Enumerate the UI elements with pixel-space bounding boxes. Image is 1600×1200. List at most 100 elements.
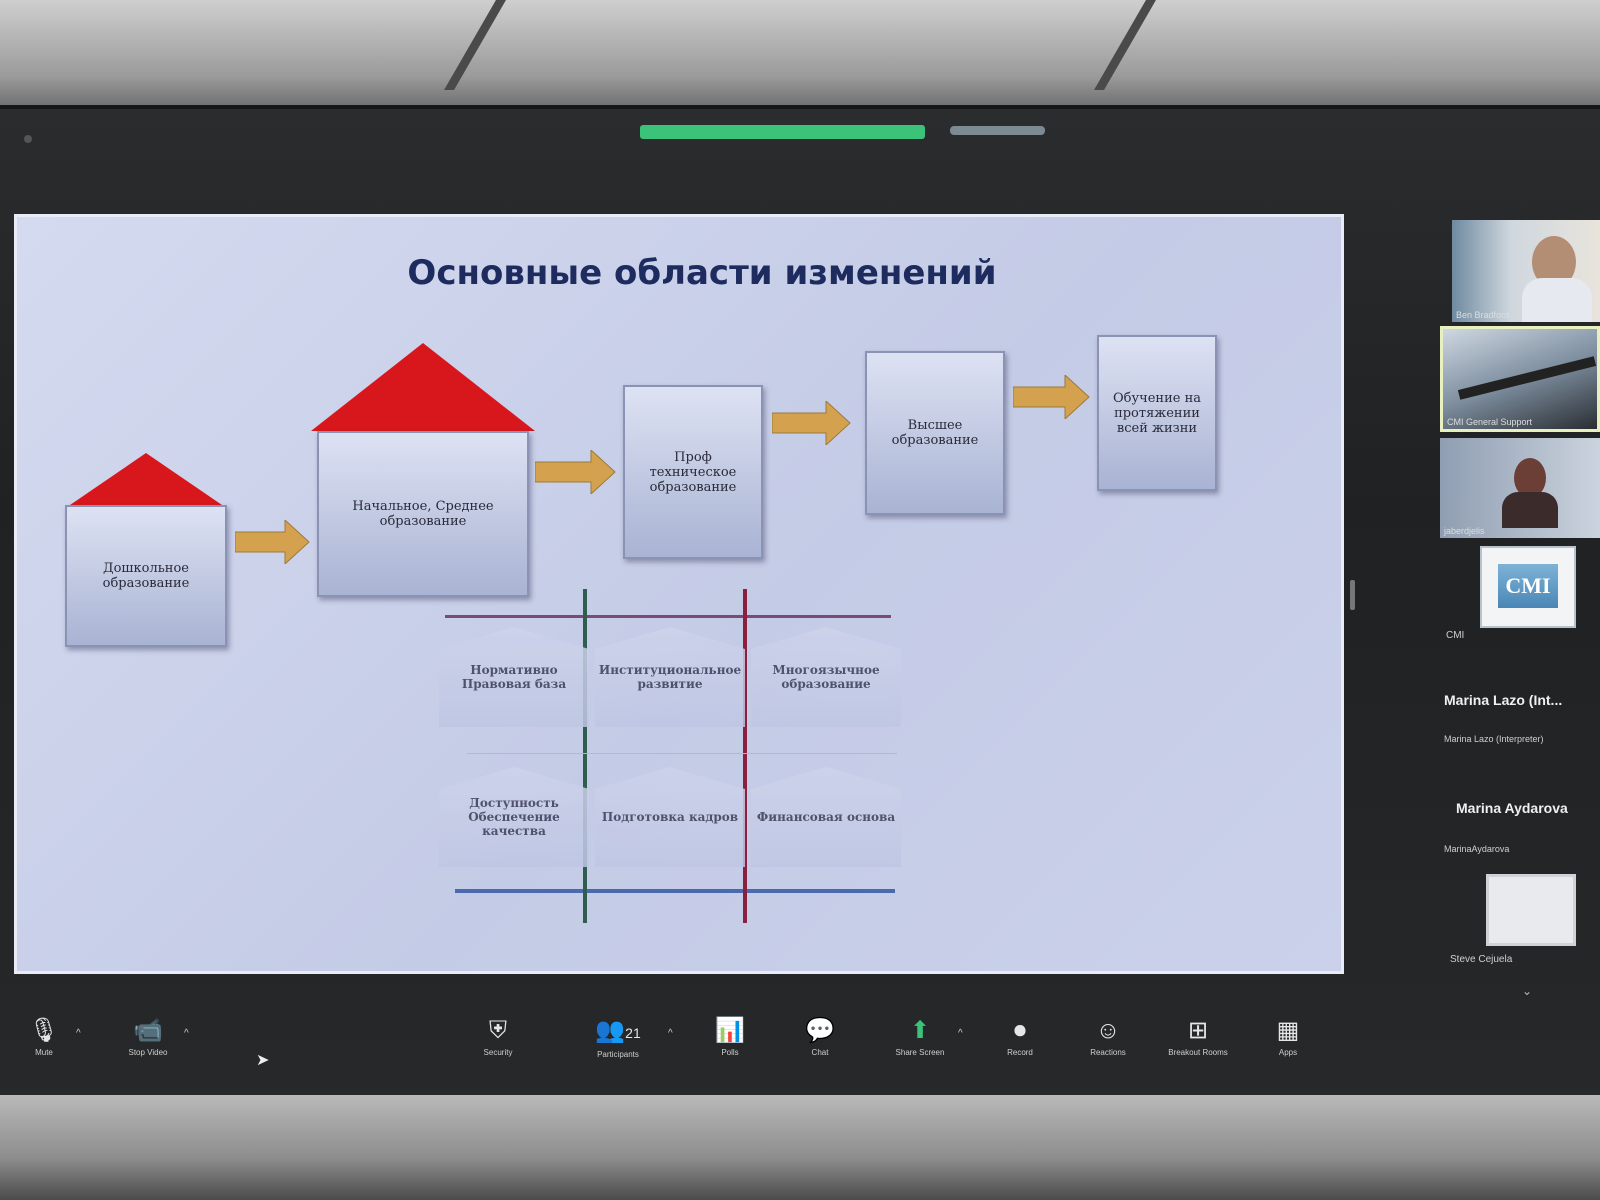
matrix-mid-line bbox=[467, 753, 897, 754]
matrix-bottom-line bbox=[455, 889, 895, 893]
participant-face bbox=[1514, 458, 1546, 498]
participant-username: MarinaAydarova bbox=[1444, 844, 1510, 854]
participant-name: CMI General Support bbox=[1447, 417, 1533, 427]
chat-label: Chat bbox=[811, 1048, 829, 1057]
share-screen-button[interactable]: ⬆ Share Screen bbox=[880, 1017, 960, 1058]
shield-icon: ⛨ bbox=[489, 1017, 507, 1044]
mouse-cursor-icon: ➤ bbox=[256, 1052, 270, 1069]
matrix-divider bbox=[743, 589, 747, 923]
microphone-icon: 🎙 bbox=[28, 1017, 60, 1044]
ceiling-beam bbox=[444, 0, 506, 90]
stage-box-lifelong: Обучение на протяжении всей жизни bbox=[1097, 335, 1217, 491]
participant-video-tile-active[interactable]: CMI General Support bbox=[1440, 326, 1600, 432]
screen-share-indicator[interactable] bbox=[640, 125, 925, 139]
matrix-cell: Доступность Обеспечение качества bbox=[439, 767, 589, 867]
record-label: Record bbox=[1007, 1048, 1033, 1057]
matrix-cell-label: Институциональное развитие bbox=[598, 663, 742, 691]
polls-icon: 📊 bbox=[715, 1017, 745, 1044]
participant-name: Ben Bradford bbox=[1456, 310, 1510, 320]
matrix-cell: Многоязычное образование bbox=[751, 627, 901, 727]
chevron-up-icon[interactable]: ^ bbox=[76, 1028, 81, 1039]
house-roof-icon bbox=[70, 453, 222, 505]
matrix-cell-label: Подготовка кадров bbox=[601, 810, 739, 824]
ceiling-beam bbox=[1094, 0, 1156, 90]
record-button[interactable]: ⏺ Record bbox=[980, 1017, 1060, 1058]
house-roof-icon bbox=[311, 343, 535, 431]
chevron-up-icon[interactable]: ^ bbox=[958, 1028, 963, 1039]
breakout-rooms-icon: ⊞ bbox=[1187, 1017, 1209, 1044]
chat-button[interactable]: 💬 Chat bbox=[780, 1017, 860, 1058]
matrix-cell-label: Финансовая основа bbox=[756, 810, 896, 824]
room-table bbox=[1457, 356, 1597, 400]
shared-slide: Основные области изменений Дошкольное об… bbox=[14, 214, 1344, 974]
chat-icon: 💬 bbox=[805, 1017, 835, 1044]
gallery-resize-handle[interactable] bbox=[1350, 580, 1355, 610]
stage-label: Обучение на протяжении всей жизни bbox=[1113, 390, 1201, 436]
video-camera-icon: 📹 bbox=[133, 1017, 163, 1044]
arrow-right-icon bbox=[1013, 375, 1090, 419]
stop-video-label: Stop Video bbox=[128, 1048, 168, 1057]
stop-video-button[interactable]: 📹 Stop Video bbox=[108, 1017, 188, 1058]
stage-box-higher: Высшее образование bbox=[865, 351, 1005, 515]
chevron-up-icon[interactable]: ^ bbox=[668, 1028, 673, 1039]
arrow-right-icon bbox=[235, 520, 310, 564]
participant-body bbox=[1502, 492, 1558, 528]
stage-box-preschool: Дошкольное образование bbox=[65, 505, 227, 647]
breakout-rooms-label: Breakout Rooms bbox=[1168, 1048, 1228, 1057]
arrow-right-icon bbox=[772, 401, 851, 445]
participants-count: 21 bbox=[625, 1025, 641, 1041]
apps-icon: ▦ bbox=[1276, 1017, 1300, 1044]
arrow-right-icon bbox=[535, 450, 616, 494]
participants-icon: 👥21 bbox=[595, 1017, 641, 1044]
stage-label: Высшее образование bbox=[891, 418, 979, 448]
webcam-icon bbox=[24, 135, 32, 143]
participant-name: jaberdjelis bbox=[1444, 526, 1485, 536]
slide-title: Основные области изменений bbox=[407, 253, 997, 293]
apps-button[interactable]: ▦ Apps bbox=[1248, 1017, 1328, 1058]
reactions-button[interactable]: ☺ Reactions bbox=[1068, 1017, 1148, 1058]
stage-label: Проф техническое образование bbox=[649, 449, 737, 495]
participants-button[interactable]: 👥21 Participants bbox=[578, 1017, 658, 1060]
reactions-icon: ☺ bbox=[1095, 1017, 1121, 1044]
security-label: Security bbox=[483, 1048, 513, 1057]
reactions-label: Reactions bbox=[1090, 1048, 1126, 1057]
polls-label: Polls bbox=[721, 1048, 739, 1057]
record-icon: ⏺ bbox=[1014, 1017, 1026, 1044]
stage-box-school: Начальное, Среднее образование bbox=[317, 431, 529, 597]
matrix-cell: Нормативно Правовая база bbox=[439, 627, 589, 727]
matrix-top-line bbox=[445, 615, 891, 618]
share-screen-label: Share Screen bbox=[895, 1048, 945, 1057]
mute-label: Mute bbox=[35, 1048, 53, 1057]
participant-name: CMI bbox=[1446, 630, 1465, 641]
desk-surface bbox=[0, 1095, 1600, 1200]
participant-username: Marina Lazo (Interpreter) bbox=[1444, 734, 1544, 744]
matrix-cell-label: Доступность Обеспечение качества bbox=[468, 796, 560, 838]
participants-label: Participants bbox=[597, 1050, 639, 1059]
participant-video-tile[interactable]: jaberdjelis bbox=[1440, 438, 1600, 538]
matrix-cell: Подготовка кадров bbox=[595, 767, 745, 867]
cmi-logo: CMI bbox=[1498, 564, 1558, 608]
participant-body bbox=[1522, 278, 1592, 322]
participant-name: Steve Cejuela bbox=[1450, 954, 1513, 965]
matrix-cell-label: Многоязычное образование bbox=[772, 663, 880, 691]
security-button[interactable]: ⛨ Security bbox=[458, 1017, 538, 1058]
participant-avatar-tile[interactable] bbox=[1486, 874, 1576, 946]
stage-label: Дошкольное образование bbox=[102, 561, 190, 591]
breakout-rooms-button[interactable]: ⊞ Breakout Rooms bbox=[1158, 1017, 1238, 1058]
apps-label: Apps bbox=[1278, 1048, 1298, 1057]
polls-button[interactable]: 📊 Polls bbox=[690, 1017, 770, 1058]
participant-name: Marina Aydarova bbox=[1456, 800, 1568, 816]
matrix-divider bbox=[583, 589, 587, 923]
participant-avatar-tile[interactable]: CMI bbox=[1480, 546, 1576, 628]
share-screen-icon: ⬆ bbox=[909, 1017, 931, 1044]
room-ceiling bbox=[0, 0, 1600, 110]
participant-name: Marina Lazo (Int... bbox=[1444, 692, 1563, 708]
view-options-pill[interactable] bbox=[950, 126, 1045, 135]
chevron-down-icon[interactable]: ⌄ bbox=[1522, 984, 1533, 998]
chevron-up-icon[interactable]: ^ bbox=[184, 1028, 189, 1039]
participant-video-tile[interactable]: Ben Bradford bbox=[1452, 220, 1600, 322]
mute-button[interactable]: 🎙 Mute bbox=[4, 1017, 84, 1058]
stage-box-vocational: Проф техническое образование bbox=[623, 385, 763, 559]
matrix-cell: Институциональное развитие bbox=[595, 627, 745, 727]
matrix-cell: Финансовая основа bbox=[751, 767, 901, 867]
